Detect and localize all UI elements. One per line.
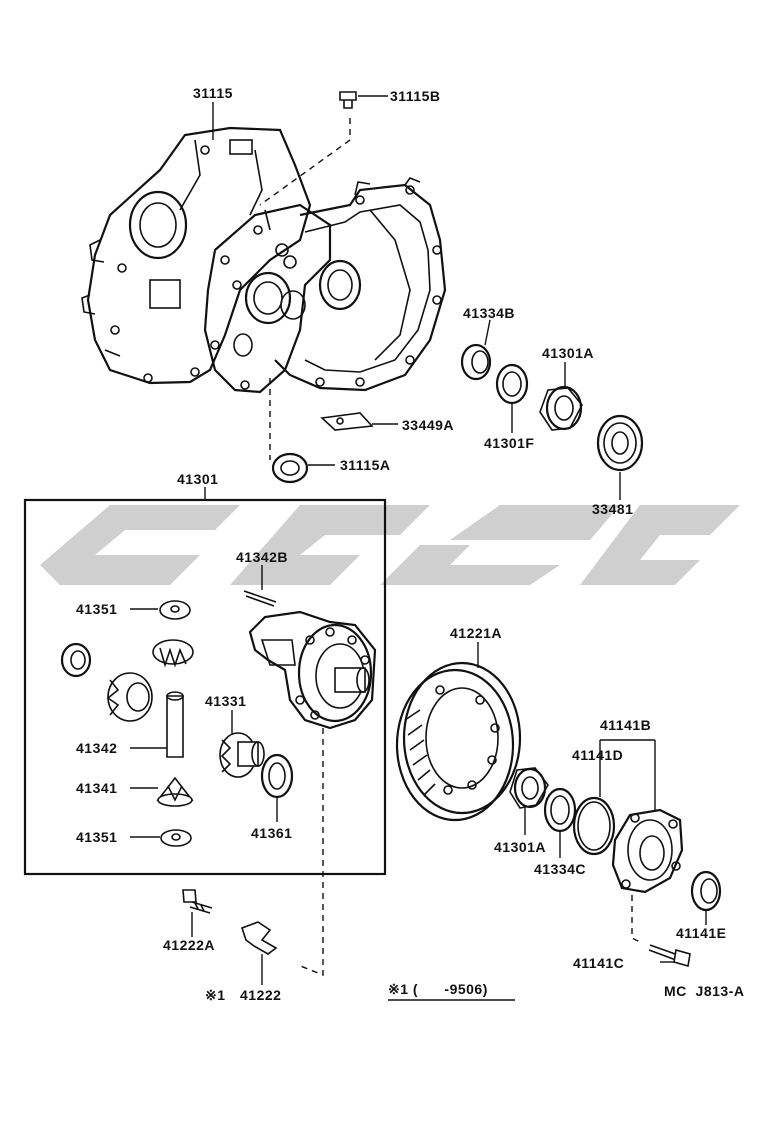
figure-code: MC J813-A	[664, 983, 744, 999]
label-41301a-bottom: 41301A	[494, 839, 546, 855]
label-41222a: 41222A	[163, 937, 215, 953]
assembly-box-41301	[23, 498, 387, 876]
seal-41141e	[690, 870, 722, 925]
plate-33449a	[320, 412, 398, 431]
leader-dashed-41222	[297, 728, 324, 977]
label-41141c: 41141C	[573, 955, 624, 971]
label-41301a-top: 41301A	[542, 345, 594, 361]
plate-41222	[240, 921, 278, 985]
footnote: ※1 ( -9506)	[388, 981, 488, 997]
label-41342b: 41342B	[236, 549, 288, 565]
pinion-41341	[130, 776, 194, 807]
seal-33481	[596, 414, 644, 500]
bolt-41222a	[182, 889, 213, 937]
bearing-41301a-bottom	[509, 767, 549, 835]
label-41301: 41301	[177, 471, 218, 487]
label-31115: 31115	[193, 85, 233, 101]
bolt-31115b	[339, 91, 388, 109]
label-41141d: 41141D	[572, 747, 623, 763]
shim-41334c	[543, 787, 577, 858]
watermark-logo	[40, 505, 740, 585]
label-41221a: 41221A	[450, 625, 502, 641]
label-41334b: 41334B	[463, 305, 515, 321]
washer-41361	[260, 753, 294, 822]
shim-41301f	[495, 363, 529, 433]
label-41141b: 41141B	[600, 717, 651, 733]
ref-mark: ※1	[205, 987, 226, 1003]
label-41301f: 41301F	[484, 435, 534, 451]
label-41341: 41341	[76, 780, 117, 796]
leader-dashed-41141c	[631, 895, 641, 943]
label-33449a: 33449A	[402, 417, 454, 433]
washer-41351-bottom	[130, 829, 192, 847]
label-41342: 41342	[76, 740, 117, 756]
label-41334c: 41334C	[534, 861, 586, 877]
label-41222: 41222	[240, 987, 281, 1003]
label-41351-top: 41351	[76, 601, 117, 617]
label-31115b: 31115B	[390, 88, 441, 104]
bearing-41301a-top	[539, 362, 583, 431]
label-41331: 41331	[205, 693, 246, 709]
label-31115a: 31115A	[340, 457, 391, 473]
seal-31115a	[271, 452, 335, 484]
washer-41351-top	[130, 600, 191, 620]
seal-41334b	[460, 319, 492, 381]
shaft-41342	[130, 691, 184, 758]
washer-left	[60, 642, 92, 678]
gear-41331	[219, 710, 265, 778]
differential-case	[248, 610, 377, 730]
side-gear-left	[106, 672, 153, 722]
label-41361: 41361	[251, 825, 292, 841]
leader-dashed-31115b	[259, 118, 351, 206]
bolt-41141c	[648, 944, 691, 968]
label-33481: 33481	[592, 501, 633, 517]
ring-gear-41221a	[395, 642, 522, 822]
oring-41141d	[572, 765, 616, 856]
transaxle-case	[81, 126, 447, 394]
label-41141e: 41141E	[676, 925, 727, 941]
pin-41342b	[243, 565, 277, 607]
retainer-41141b	[599, 739, 684, 894]
side-gear-top	[152, 639, 194, 668]
label-41351-bottom: 41351	[76, 829, 117, 845]
